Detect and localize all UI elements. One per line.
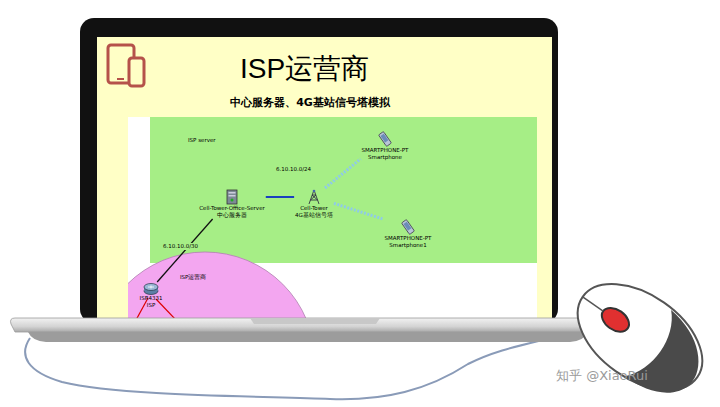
device-label: 中心服务器 [217,212,247,219]
slide-title: ISP运营商 [240,50,369,88]
device-icon [378,131,392,147]
device-label: SMARTPHONE-PT [362,147,409,154]
network-device: Cell-Tower-Office-Server中心服务器 [199,189,265,218]
laptop-base [11,318,605,332]
device-label: Cell-Tower-Office-Server [199,205,265,212]
laptop-base-lip [28,332,588,342]
network-device: Cell-Tower4G基站信号塔 [295,189,333,218]
isp-area [128,252,315,318]
network-area: ISP运营商 ISR4331ISP [128,255,308,318]
network-device: SMARTPHONE-PTSmartphone [362,131,409,160]
device-label: SMARTPHONE-PT [385,235,432,242]
device-icon [143,283,159,295]
network-link [334,203,384,219]
device-label: 4G基站信号塔 [295,212,333,219]
wire [156,299,176,318]
device-label: ISR4331 [140,295,163,302]
watermark: 知乎 @XiaoRui [556,367,648,385]
device-label: Smartphone [368,154,402,161]
laptop-notch [250,318,380,324]
network-link [157,219,212,282]
link-label: 6.10.10.0/30 [162,243,199,250]
network-device: SMARTPHONE-PTSmartphone1 [385,219,432,248]
network-area: ISP serverCell-Tower-Office-Server中心服务器C… [150,117,537,263]
server-area [150,117,537,263]
area-label: ISP server [188,137,216,144]
device-icon [307,189,321,205]
network-link [325,159,361,188]
network-device: ISR4331ISP [140,283,163,308]
link-label: 6.10.10.0/24 [275,166,312,173]
slide-subtitle: 中心服务器、4G基站信号塔模拟 [230,95,390,110]
device-icon [226,189,238,205]
mouse [559,262,720,407]
network-link [266,196,294,198]
device-label: Cell-Tower [300,205,328,212]
device-label: ISP [147,302,155,309]
device-icon [108,45,144,86]
area-label: ISP运营商 [180,274,206,281]
device-label: Smartphone1 [389,242,426,249]
device-icon [401,219,415,235]
